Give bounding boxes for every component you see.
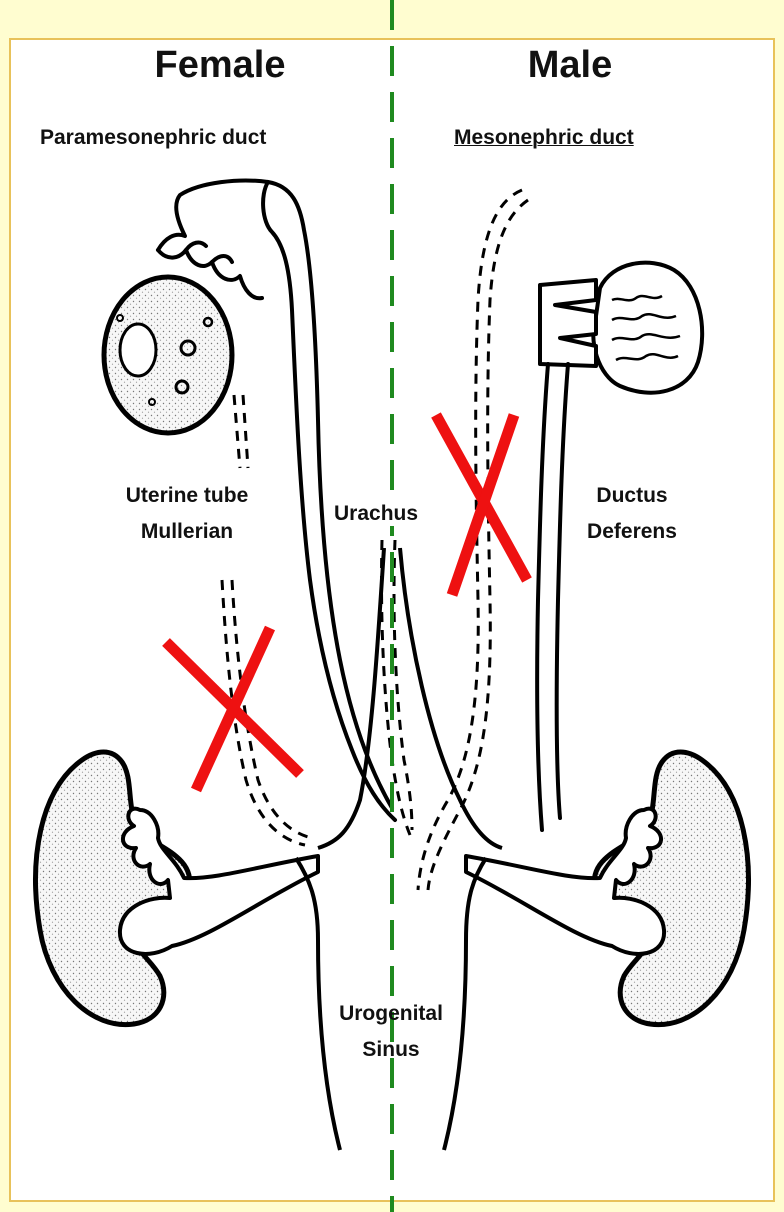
right-kidney: [594, 752, 748, 1025]
red-cross-female: [166, 628, 300, 790]
left-kidney: [36, 752, 190, 1025]
ovary: [104, 277, 232, 433]
red-cross-male: [436, 415, 527, 595]
male-heading: Male: [480, 44, 660, 88]
female-heading: Female: [120, 44, 320, 88]
ductus-label: Ductus: [552, 484, 712, 508]
deferens-label: Deferens: [552, 520, 712, 544]
testis: [540, 263, 702, 393]
paramesonephric-duct-label: Paramesonephric duct: [40, 126, 266, 150]
urogenital-label: Urogenital: [316, 1002, 466, 1026]
mullerian-label: Mullerian: [92, 520, 282, 544]
urachus-label: Urachus: [334, 502, 418, 526]
ductus-deferens-duct: [537, 364, 568, 830]
mesonephric-duct-label: Mesonephric duct: [454, 126, 634, 150]
uterine-tube-label: Uterine tube: [92, 484, 282, 508]
sinus-label: Sinus: [316, 1038, 466, 1062]
